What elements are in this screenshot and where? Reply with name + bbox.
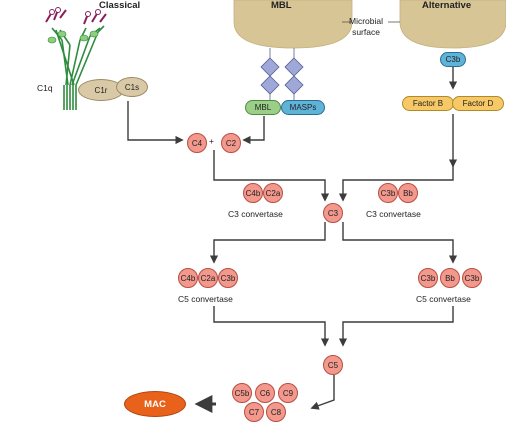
masps-molecule: MASPs [281,100,325,115]
arrow-c5conv-classical-to-c5 [213,306,330,347]
c4b-c3-convertase: C4b [243,183,263,203]
arrow-alt-to-c3 [338,166,454,202]
bb-c5-convertase: Bb [440,268,460,288]
c3b-c5-convertase-classical: C3b [218,268,238,288]
c3b-c3-convertase: C3b [378,183,398,203]
arrow-mbl-to-c2 [242,116,265,145]
c2: C2 [221,133,241,153]
c2a-c5-convertase: C2a [198,268,218,288]
pathway-arrows [127,66,458,410]
c5b: C5b [232,383,252,403]
heading-classical: Classical [99,0,141,11]
c4b-c5-convertase: C4b [178,268,198,288]
microbial-surface-mbl [233,0,353,49]
factor-b: Factor B [402,96,454,111]
c3-convertase-label-classical: C3 convertase [228,209,283,219]
c8: C8 [266,402,286,422]
c5-convertase-label-alternative: C5 convertase [416,294,471,304]
c2a-c3-convertase: C2a [263,183,283,203]
factor-d: Factor D [452,96,504,111]
arrow-c5-to-terminal [310,375,335,410]
mbl-molecule: MBL [245,100,281,115]
microbial-surface-label: Microbial surface [348,16,383,37]
c9: C9 [278,383,298,403]
bb-c3-convertase: Bb [398,183,418,203]
c7: C7 [244,402,264,422]
c3: C3 [323,203,343,223]
c5-convertase-label-classical: C5 convertase [178,294,233,304]
arrow-c3-to-c5conv-alt [342,222,458,264]
mbl-lectin-heads [260,48,304,100]
heading-alternative: Alternative [422,0,472,11]
arrow-initiation-to-c3 [213,150,330,202]
c5: C5 [323,355,343,375]
arrow-c3-to-c5conv-classical [209,222,326,264]
c1s-molecule: C1s [116,77,148,97]
c1q-molecule [51,25,105,110]
c6: C6 [255,383,275,403]
heading-mbl: MBL [271,0,292,11]
microbial-surface-alternative [399,0,506,49]
c1q-label: C1q [37,83,53,93]
arrow-c5conv-alt-to-c5 [338,306,454,347]
mac: MAC [124,391,186,417]
c3b-c5-convertase-alt-2: C3b [462,268,482,288]
c1q-heads [45,7,107,44]
arrow-c1-to-c4 [127,101,184,145]
c4: C4 [187,133,207,153]
c3-convertase-label-alternative: C3 convertase [366,209,421,219]
plus-sign: + [209,136,214,146]
c3b-alternative: C3b [440,52,466,67]
c3b-c5-convertase-alt-1: C3b [418,268,438,288]
